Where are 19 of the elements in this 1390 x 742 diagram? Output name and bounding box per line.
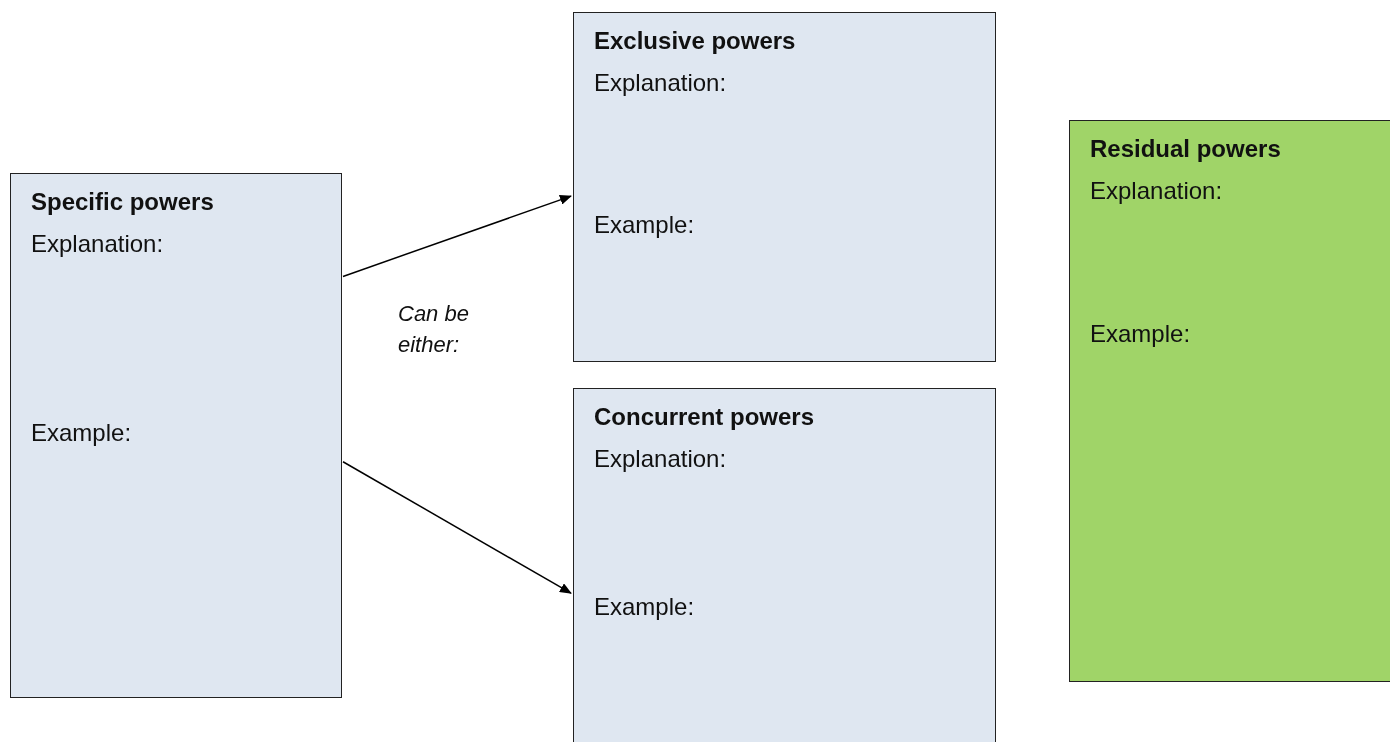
card-heading: Concurrent powers bbox=[594, 403, 815, 431]
powers-card bbox=[573, 12, 996, 362]
explanation-prompt: Explanation: bbox=[594, 69, 727, 97]
example-prompt: Example: bbox=[31, 419, 132, 447]
explanation-prompt: Explanation: bbox=[594, 445, 727, 473]
arrow bbox=[342, 195, 572, 278]
example-prompt: Example: bbox=[1090, 320, 1191, 348]
card-heading: Exclusive powers bbox=[594, 27, 796, 55]
example-prompt: Example: bbox=[594, 211, 695, 239]
card-heading: Residual powers bbox=[1090, 135, 1281, 163]
powers-card bbox=[573, 388, 996, 742]
powers-card bbox=[10, 173, 342, 698]
arrow bbox=[342, 461, 572, 594]
explanation-prompt: Explanation: bbox=[1090, 177, 1223, 205]
explanation-prompt: Explanation: bbox=[31, 230, 164, 258]
card-heading: Specific powers bbox=[31, 188, 214, 216]
example-prompt: Example: bbox=[594, 593, 695, 621]
powers-card bbox=[1069, 120, 1390, 682]
note-text: Can be either: bbox=[398, 300, 470, 359]
